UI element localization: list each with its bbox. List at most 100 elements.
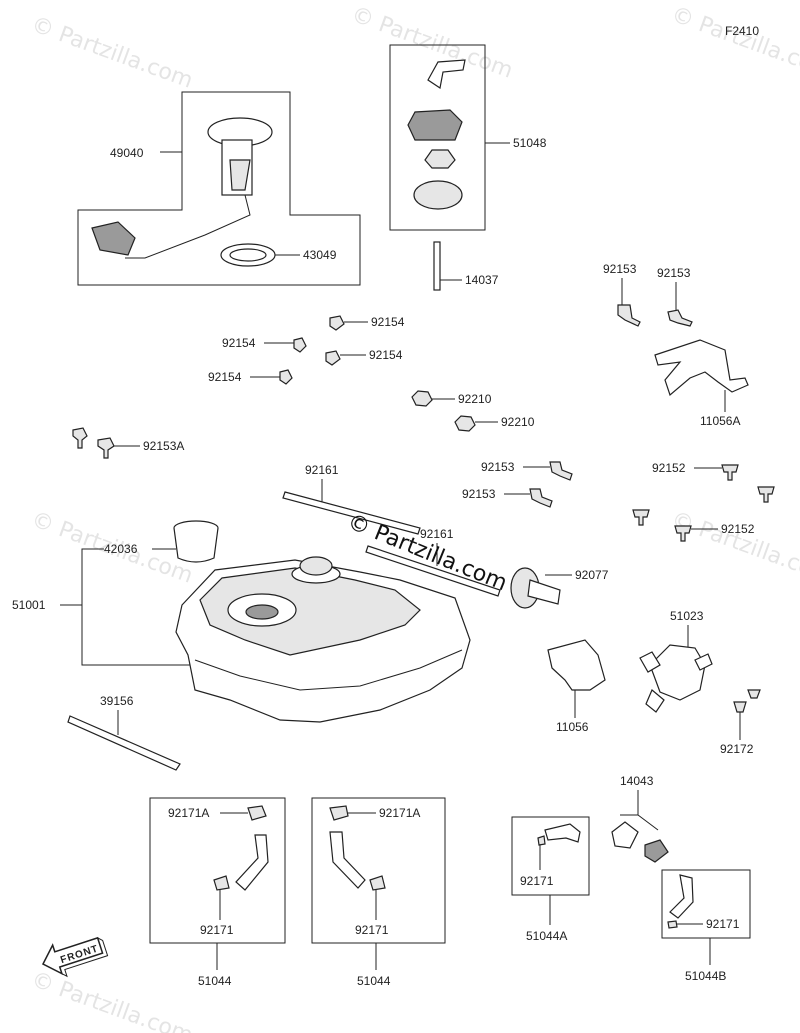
hose-kit-51044B[interactable]: 92171 51044B (661, 869, 751, 983)
clip-icon (329, 315, 345, 331)
strip-39156[interactable]: 39156 (67, 694, 181, 771)
bolt-icon (72, 427, 88, 449)
part-label-92171: 92171 (355, 923, 389, 937)
part-label-49040: 49040 (110, 146, 144, 160)
part-label-92171A: 92171A (168, 806, 209, 820)
cap-base (413, 180, 463, 210)
bracket (547, 639, 606, 691)
strip (282, 491, 421, 535)
tank-filler-neck (245, 604, 279, 620)
clip-icon (293, 337, 307, 353)
part-label-11056A: 11056A (700, 414, 740, 428)
diagram-code: F2410 (725, 24, 759, 38)
clip-group-92154[interactable]: 92154 92154 92154 92154 (208, 315, 405, 385)
fuel-sender-float (91, 221, 136, 256)
valve-port (694, 653, 713, 671)
clip-icon (325, 350, 341, 366)
screw-icon (721, 464, 739, 481)
hose (329, 831, 366, 889)
part-label-51044: 51044 (357, 974, 391, 988)
hose-kit-51044-left[interactable]: 92171A 92171 51044 (149, 797, 286, 988)
watermark: © Partzilla.com (28, 12, 196, 94)
leader (81, 548, 190, 666)
part-label-51048: 51048 (513, 136, 547, 150)
valve-51023[interactable]: 51023 (639, 609, 713, 713)
fuel-cap-group[interactable]: 51048 (389, 44, 547, 231)
part-label-51044: 51044 (198, 974, 232, 988)
arrow-shadow (61, 937, 109, 978)
screw-icon (757, 486, 775, 503)
hose (669, 874, 694, 919)
bolt-group-92153A[interactable]: 92153A (72, 427, 184, 459)
arrow-shape (42, 936, 104, 976)
fuel-pump-group[interactable]: 49040 43049 (77, 91, 361, 286)
fuel-pump-box (77, 91, 361, 286)
part-label-92153A: 92153A (143, 439, 184, 453)
tank-top (199, 567, 421, 656)
bracket-11056[interactable]: 11056 (547, 639, 606, 734)
part-label-92153: 92153 (657, 266, 691, 280)
part-label-14043: 14043 (620, 774, 654, 788)
bolt-group-92153-top[interactable]: 92153 92153 (603, 262, 693, 327)
cup-body (173, 527, 219, 563)
fuel-pump-wire (125, 194, 251, 259)
kit-box (661, 869, 751, 939)
strip-group-92161[interactable]: 92161 92161 (282, 463, 501, 597)
clamp-icon (213, 875, 230, 891)
part-label-92153: 92153 (481, 460, 515, 474)
part-label-43049: 43049 (303, 248, 337, 262)
clamp-icon (247, 805, 267, 821)
clip-icon (747, 689, 761, 699)
part-label-92154: 92154 (369, 348, 403, 362)
part-label-92154: 92154 (371, 315, 405, 329)
fuel-tank-51001[interactable]: 51001 (12, 548, 471, 723)
part-label-92152: 92152 (652, 461, 686, 475)
bolt-icon (549, 461, 573, 481)
strip (365, 545, 501, 597)
part-label-92210: 92210 (458, 392, 492, 406)
cup-42036[interactable]: 42036 (104, 520, 219, 563)
coupler (611, 821, 639, 849)
clip-group-92172[interactable]: 92172 (720, 689, 761, 756)
rod-14037[interactable]: 14037 (433, 241, 499, 291)
clamp-icon (329, 805, 349, 821)
hose (235, 834, 269, 891)
grommet-neck (527, 579, 561, 605)
bolt-icon (617, 304, 641, 327)
watermark: © Partzilla.com (668, 2, 800, 84)
watermark: © Partzilla.com (668, 507, 800, 589)
grommet-92077[interactable]: 92077 (510, 567, 609, 609)
part-label-92153: 92153 (603, 262, 637, 276)
nut-icon (454, 415, 476, 432)
clip-icon (279, 369, 293, 385)
cap-nut (424, 149, 456, 169)
clip-icon (733, 701, 747, 713)
nut-group-92210[interactable]: 92210 92210 (411, 390, 535, 432)
cap-key (427, 59, 466, 90)
valve-port (639, 651, 661, 673)
screw-group-92152[interactable]: 92152 92152 (632, 461, 775, 542)
part-label-51044B: 51044B (685, 969, 726, 983)
part-label-92154: 92154 (222, 336, 256, 350)
hose-kit-51044-right[interactable]: 92171A 92171 51044 (311, 797, 446, 988)
bolt-group-92153-mid[interactable]: 92153 92153 (462, 460, 573, 508)
screw-icon (674, 525, 692, 542)
tank-pump-port-inner (299, 556, 333, 576)
coupler (644, 839, 669, 863)
part-label-92161: 92161 (305, 463, 339, 477)
part-label-51044A: 51044A (526, 929, 567, 943)
watermark: © Partzilla.com (348, 2, 516, 84)
part-label-92172: 92172 (720, 742, 754, 756)
front-arrow: FRONT (42, 936, 109, 978)
part-label-92161: 92161 (420, 527, 454, 541)
clamp-icon (369, 875, 386, 891)
valve-port (645, 689, 665, 713)
gasket-ring-inner (229, 248, 267, 262)
part-14043[interactable]: 14043 (611, 774, 669, 863)
hose-kit-51044A[interactable]: 92171 51044A (511, 816, 590, 943)
bracket-11056A[interactable]: 11056A (654, 339, 749, 428)
kit-box (311, 797, 446, 944)
part-label-92171A: 92171A (379, 806, 420, 820)
part-label-51023: 51023 (670, 609, 704, 623)
